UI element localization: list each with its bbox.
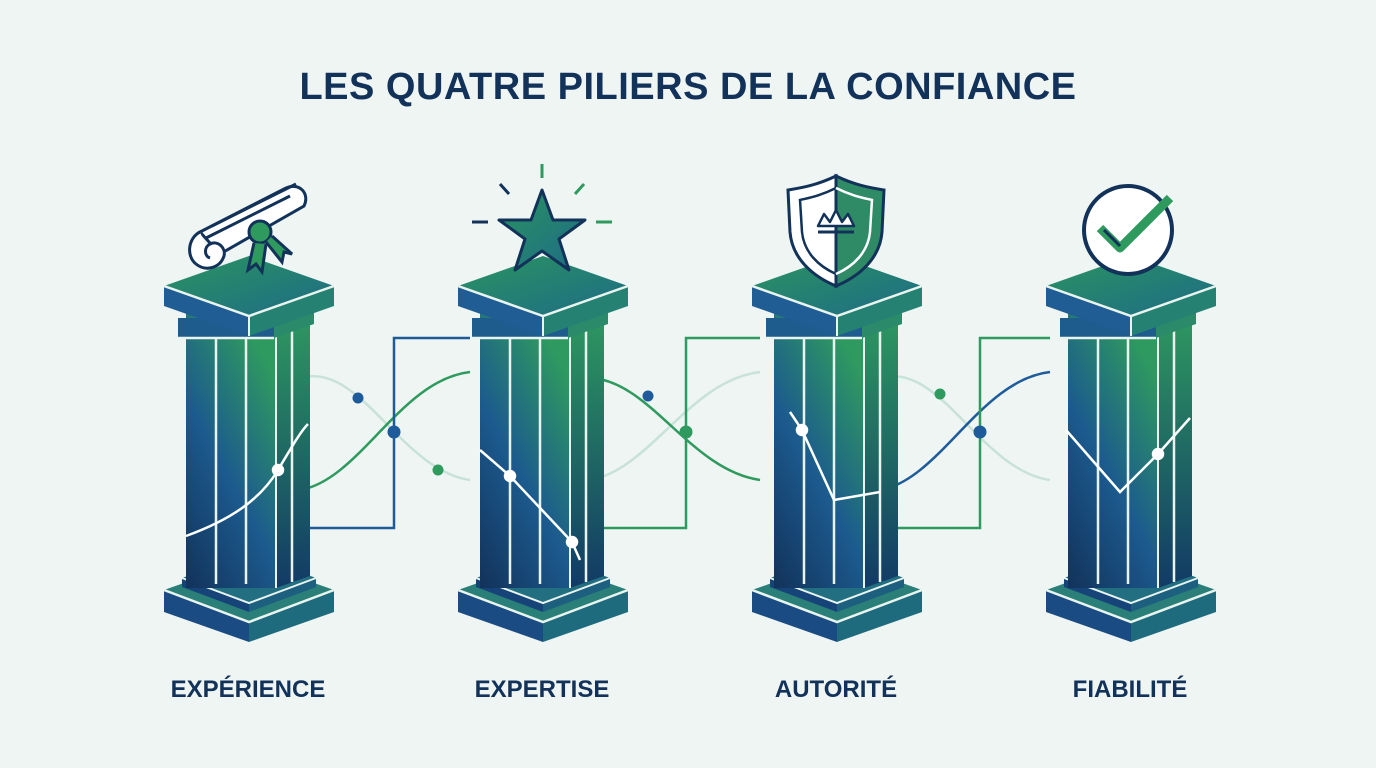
pillar-label-autorite: AUTORITÉ — [774, 676, 898, 703]
star-icon — [472, 164, 612, 272]
connector-lines — [299, 336, 1051, 530]
pillar-label-experience: EXPÉRIENCE — [170, 676, 326, 703]
shield-crown-icon — [786, 173, 886, 289]
pillar-label-fiabilite: FIABILITÉ — [1072, 676, 1188, 703]
pillar-fiabilite — [1044, 254, 1218, 644]
diploma-icon — [188, 182, 308, 276]
pillar-expertise — [456, 254, 630, 644]
trend-lines — [185, 411, 1191, 561]
pillar-experience — [162, 254, 336, 644]
pillar-label-expertise: EXPERTISE — [474, 676, 610, 703]
page-title: LES QUATRE PILIERS DE LA CONFIANCE — [299, 66, 1077, 108]
check-circle-icon — [1082, 184, 1174, 276]
pillar-autorite — [750, 254, 924, 644]
